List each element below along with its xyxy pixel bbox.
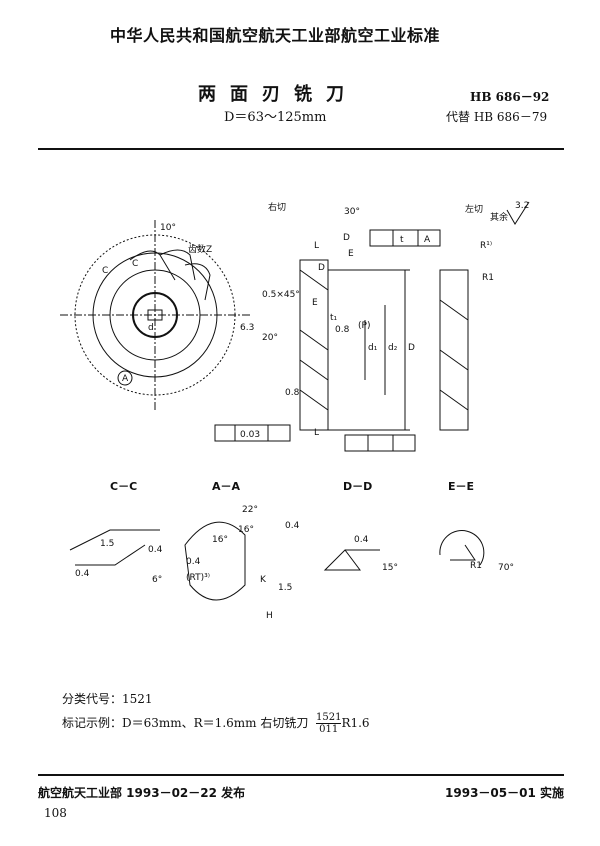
radius-label: R¹⁾ <box>480 241 492 251</box>
angle-label: 6° <box>152 575 162 585</box>
roughness-label: 0.8 <box>285 388 300 398</box>
fraction-denominator: 011 <box>319 724 339 735</box>
roughness-label: 0.4 <box>186 557 201 567</box>
header-rule <box>38 148 564 150</box>
standard-number: HB 686－92 <box>470 90 550 104</box>
dim-H: H <box>266 611 273 621</box>
drawing-labels: 右切 左切 其余 3.2 齿数Z 10° C C A 30° D D E E R… <box>75 201 529 621</box>
angle-label: 30° <box>344 207 360 217</box>
dim-L: L <box>314 241 319 251</box>
angle-label: 15° <box>382 563 398 573</box>
section-title-ee: E－E <box>448 480 474 493</box>
radius-label: R1 <box>470 561 482 571</box>
dim-d2: d₂ <box>388 343 398 353</box>
roughness-label: 0.8 <box>335 325 350 335</box>
section-mark: D <box>343 233 350 243</box>
tolerance-value: 0.03 <box>240 430 260 440</box>
dim-P: (P) <box>358 321 370 331</box>
roughness-other-label: 其余 <box>490 211 508 223</box>
issuer: 航空航天工业部 1993－02－22 发布 <box>38 786 246 800</box>
classification-code: 分类代号：1521 <box>62 692 153 706</box>
section-mark: C <box>102 266 108 276</box>
dim-K: K <box>260 575 267 585</box>
roughness-label: 0.4 <box>75 569 90 579</box>
dim-label: 1.5 <box>278 583 292 593</box>
document-subtitle: D＝63～125mm <box>224 110 327 125</box>
technical-drawing: 右切 左切 其余 3.2 齿数Z 10° C C A 30° D D E E R… <box>60 201 530 621</box>
section-title-cc: C－C <box>110 480 137 493</box>
dim-D: D <box>408 343 415 353</box>
angle-label: 22° <box>242 505 258 515</box>
section-mark: C <box>132 259 138 269</box>
replaces-standard: 代替 HB 686－79 <box>446 110 548 124</box>
angle-label: 70° <box>498 563 514 573</box>
roughness-other-value: 3.2 <box>515 201 529 211</box>
dim-label: 1.5 <box>100 539 114 549</box>
right-cut-label: 右切 <box>268 201 286 213</box>
footer-rule <box>38 774 564 776</box>
section-mark: E <box>348 249 354 259</box>
fraction-numerator: 1521 <box>315 712 342 724</box>
dim-d1: d₁ <box>368 343 378 353</box>
page-number: 108 <box>44 806 67 820</box>
radius-label: R1 <box>482 273 494 283</box>
angle-label: 16° <box>212 535 228 545</box>
datum-A: A <box>424 235 431 245</box>
section-mark: D <box>318 263 325 273</box>
roughness-label: 0.4 <box>148 545 163 555</box>
section-title-aa: A－A <box>212 480 241 493</box>
left-cut-label: 左切 <box>465 203 483 215</box>
teeth-label: 齿数Z <box>188 243 212 255</box>
dim-d: d <box>148 323 154 333</box>
angle-label: 20° <box>262 333 278 343</box>
marking-suffix: R1.6 <box>341 716 370 730</box>
radius-label: (RT)³⁾ <box>186 573 210 583</box>
angle-label: 16° <box>238 525 254 535</box>
organization-heading: 中华人民共和国航空航天工业部航空工业标准 <box>110 26 441 45</box>
detail-mark: A <box>122 374 129 384</box>
chamfer-label: 0.5×45° <box>262 290 300 300</box>
document-title: 两面刃铣刀 <box>198 84 358 105</box>
roughness-label: 0.4 <box>285 521 300 531</box>
section-mark: E <box>312 298 318 308</box>
effective-date: 1993－05－01 实施 <box>445 786 564 800</box>
tolerance-t: t <box>400 235 404 245</box>
dim-t1: t₁ <box>330 313 338 323</box>
roughness-label: 0.4 <box>354 535 369 545</box>
marking-example-text: 标记示例：D＝63mm、R＝1.6mm 右切铣刀 <box>62 716 309 730</box>
section-title-dd: D－D <box>343 480 372 493</box>
dim-L: L <box>314 428 319 438</box>
roughness-label: 6.3 <box>240 323 254 333</box>
angle-label: 10° <box>160 223 176 233</box>
